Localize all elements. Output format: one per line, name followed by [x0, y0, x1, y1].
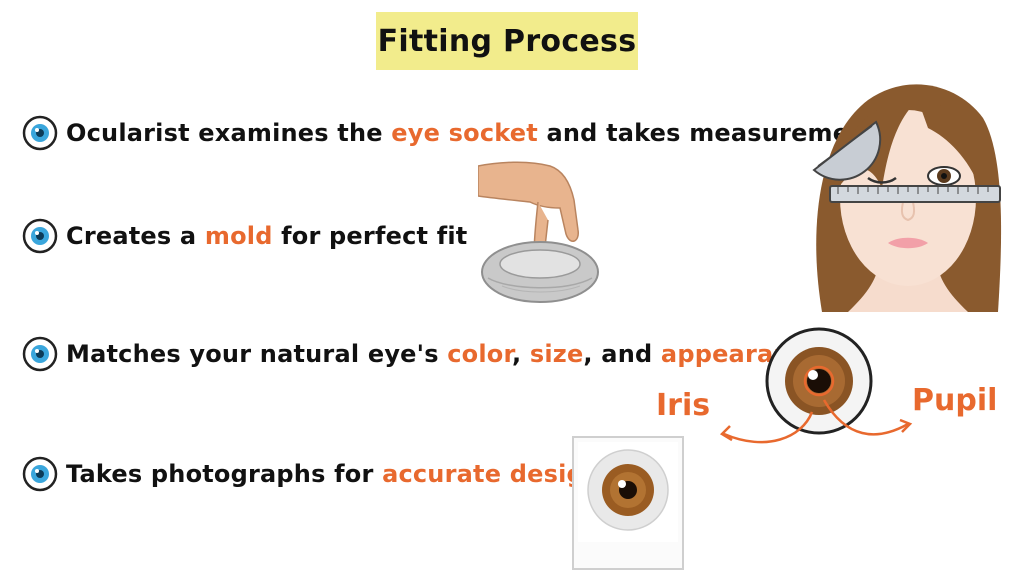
pupil-label: Pupil — [912, 383, 998, 418]
highlight-text: mold — [204, 222, 273, 250]
step-text-segment: Creates a — [66, 222, 205, 250]
step-text-segment: Takes photographs for — [66, 460, 383, 488]
step-text-segment: , — [511, 340, 530, 368]
eye-bullet-icon — [22, 456, 58, 492]
callout-arrows — [719, 399, 913, 444]
step-text-segment: , and — [583, 340, 661, 368]
step-text-segment: and takes measurements — [537, 119, 893, 147]
step-mold: Creates a mold for perfect fit — [22, 214, 467, 258]
step-match: Matches your natural eye's color, size, … — [22, 332, 822, 376]
page-title: Fitting Process — [376, 12, 638, 70]
highlight-text: accurate design — [382, 460, 602, 488]
eye-diagram-illustration — [765, 327, 873, 435]
step-measure: Ocularist examines the eye socket and ta… — [22, 111, 893, 155]
eye-bullet-icon — [22, 115, 58, 151]
step-text: Matches your natural eye's color, size, … — [66, 340, 822, 368]
step-text-segment: Matches your natural eye's — [66, 340, 448, 368]
face-measurement-illustration — [812, 84, 1002, 312]
highlight-text: size — [529, 340, 584, 368]
step-text: Ocularist examines the eye socket and ta… — [66, 119, 893, 147]
step-text: Takes photographs for accurate design — [66, 460, 601, 488]
step-text-segment: Ocularist examines the — [66, 119, 392, 147]
mold-illustration — [478, 161, 599, 303]
step-text-segment: for perfect fit — [272, 222, 468, 250]
eye-photograph-illustration — [572, 436, 684, 570]
step-text: Creates a mold for perfect fit — [66, 222, 467, 250]
eye-bullet-icon — [22, 218, 58, 254]
step-photo: Takes photographs for accurate design — [22, 452, 601, 496]
iris-label: Iris — [656, 388, 711, 423]
highlight-text: color — [447, 340, 512, 368]
eye-bullet-icon — [22, 336, 58, 372]
highlight-text: eye socket — [391, 119, 538, 147]
